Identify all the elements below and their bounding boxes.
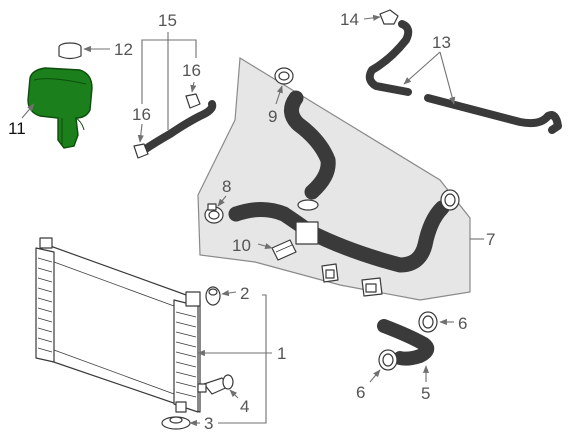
callout-16-left: 16 [132,105,151,124]
lower-radiator-hose[interactable] [228,199,450,273]
reservoir-hose-15[interactable] [140,100,217,154]
callout-11: 11 [8,119,26,138]
hose-bracket-small-b[interactable] [361,277,383,297]
drain-valve[interactable] [197,374,234,395]
callout-5: 5 [421,384,430,403]
callout-10: 10 [232,236,251,255]
callout-13: 13 [432,33,451,52]
callout-16-right: 16 [182,61,201,80]
callout-12: 12 [114,40,133,59]
hose-clamp-16-right[interactable] [185,93,201,109]
hose-clamp-16-left[interactable] [133,143,149,159]
hose-clamp-6-lower[interactable] [378,349,398,371]
leader-lines [21,14,484,427]
callout-14: 14 [340,10,359,29]
callout-8: 8 [222,177,231,196]
lower-insulator[interactable] [161,416,191,430]
hose-clamp-14[interactable] [379,9,399,25]
callout-1: 1 [277,344,286,363]
callout-4: 4 [240,397,249,416]
hose-clamp-8[interactable] [204,203,224,224]
upper-radiator-hose[interactable] [284,90,336,200]
hose-clamp-6-upper[interactable] [418,311,438,333]
callout-6-upper: 6 [458,314,467,333]
reservoir-cap[interactable] [58,42,82,60]
hose-group-panel [197,56,471,301]
hose-bracket-small-a[interactable] [321,263,339,283]
callout-6-lower: 6 [356,383,365,402]
callout-15: 15 [158,11,177,30]
callout-3: 3 [204,414,213,433]
callout-2: 2 [240,284,249,303]
coolant-reservoir[interactable] [27,67,93,149]
upper-insulator[interactable] [205,286,221,306]
hose-bracket-10[interactable] [271,239,297,261]
overflow-hose-13[interactable] [365,20,562,134]
radiator[interactable] [35,237,201,413]
hose-clamp-7-right[interactable] [440,189,460,211]
hose-clamp-9[interactable] [274,67,294,85]
callout-labels: 1 2 3 4 5 6 6 7 8 9 10 11 12 13 14 15 16… [8,10,495,433]
callout-7: 7 [486,230,495,249]
callout-9: 9 [268,107,277,126]
heater-hose-5[interactable] [377,319,435,366]
